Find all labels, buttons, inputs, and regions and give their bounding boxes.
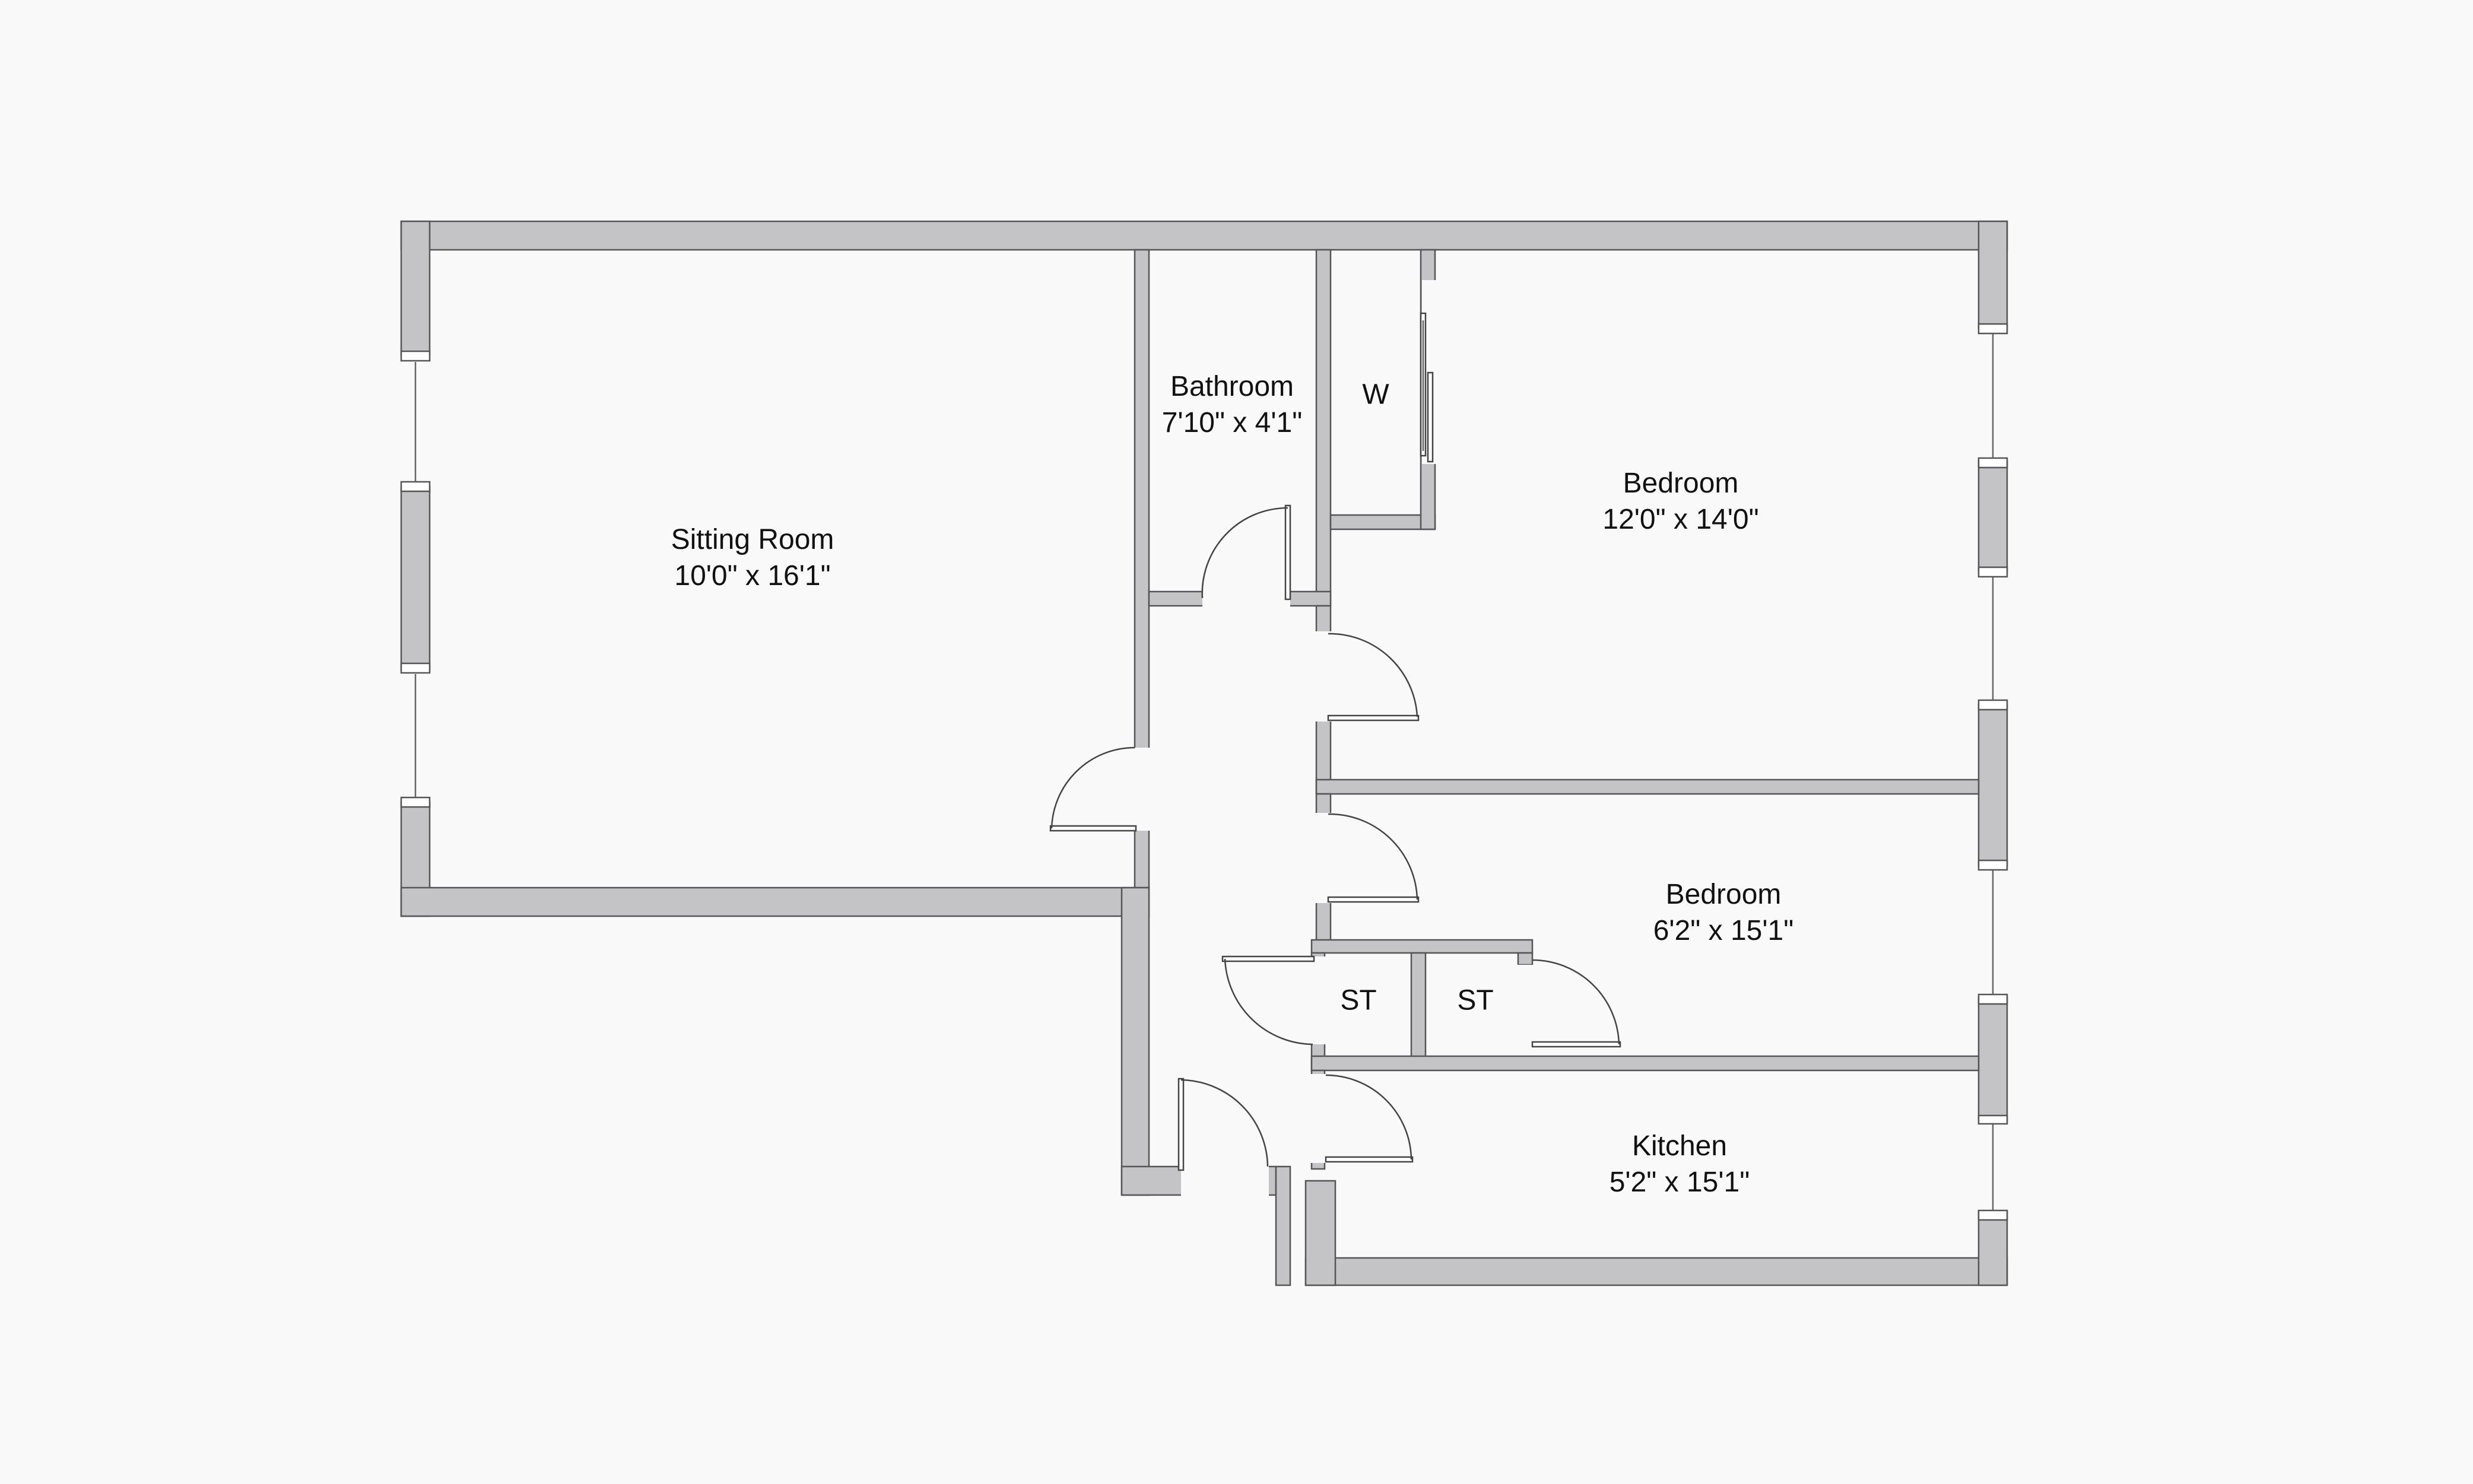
wall-wardrobe-bottom: [1329, 514, 1436, 530]
door-entrance: [1177, 1078, 1269, 1171]
room-name: Sitting Room: [671, 524, 834, 555]
room-label-store-1: ST: [1340, 983, 1376, 1019]
room-dimensions: 10'0" x 16'1": [674, 560, 831, 592]
wall-bottom-outer-corner: [1304, 1180, 1337, 1286]
room-label-kitchen: Kitchen 5'2" x 15'1": [1609, 1128, 1750, 1200]
window-kitchen: [1977, 1114, 2008, 1221]
wall-store-bottom: [1310, 1055, 1980, 1072]
room-label-bedroom-2: Bedroom 6'2" x 15'1": [1653, 876, 1794, 949]
room-label-bathroom: Bathroom 7'10" x 4'1": [1162, 368, 1303, 441]
room-label-sitting-room: Sitting Room 10'0" x 16'1": [671, 522, 834, 594]
room-label-store-2: ST: [1457, 983, 1493, 1019]
window-bedroom1-lower: [1977, 566, 2008, 711]
door-bathroom: [1201, 504, 1291, 600]
room-name: ST: [1340, 984, 1377, 1016]
wall-store-top: [1310, 939, 1534, 954]
room-dimensions: 12'0" x 14'0": [1602, 504, 1759, 535]
wall-sitting-bottom: [400, 886, 1150, 917]
room-label-wardrobe: W: [1362, 377, 1389, 413]
door-store-1: [1221, 955, 1315, 1046]
wall-store-right: [1517, 952, 1534, 966]
room-name: ST: [1457, 984, 1494, 1016]
wardrobe-sliding-doors: [1420, 312, 1434, 463]
door-store-2: [1531, 959, 1621, 1048]
room-label-bedroom-1: Bedroom 12'0" x 14'0": [1602, 465, 1758, 538]
wall-kitchen-step: [1275, 1165, 1291, 1286]
room-name: Kitchen: [1631, 1130, 1728, 1162]
wall-store-divider: [1410, 952, 1427, 1060]
wall-left-outer: [400, 220, 431, 917]
room-name: Bedroom: [1623, 468, 1739, 499]
wall-bottom-outer: [1304, 1257, 2008, 1286]
door-sitting-room: [1049, 746, 1137, 832]
window-sitting-lower: [400, 662, 431, 808]
room-name: W: [1362, 379, 1389, 411]
windows: [400, 323, 2008, 1221]
window-bedroom1-upper: [1977, 323, 2008, 469]
door-kitchen: [1325, 1074, 1414, 1163]
window-sitting-upper: [400, 350, 431, 492]
window-bedroom2: [1977, 859, 2008, 1005]
room-dimensions: 6'2" x 15'1": [1653, 915, 1794, 946]
room-dimensions: 5'2" x 15'1": [1609, 1167, 1750, 1198]
doors: [1049, 312, 1621, 1171]
wall-hall-left-lower: [1120, 886, 1150, 1196]
room-name: Bathroom: [1170, 371, 1294, 402]
wall-bathroom-right: [1315, 249, 1332, 607]
door-bedroom-1: [1327, 633, 1420, 722]
wall-bed1-bottom: [1315, 778, 1980, 795]
wall-top-outer: [400, 220, 2008, 251]
room-name: Bedroom: [1665, 879, 1782, 910]
room-dimensions: 7'10" x 4'1": [1161, 407, 1303, 438]
door-bedroom-2: [1327, 813, 1420, 903]
